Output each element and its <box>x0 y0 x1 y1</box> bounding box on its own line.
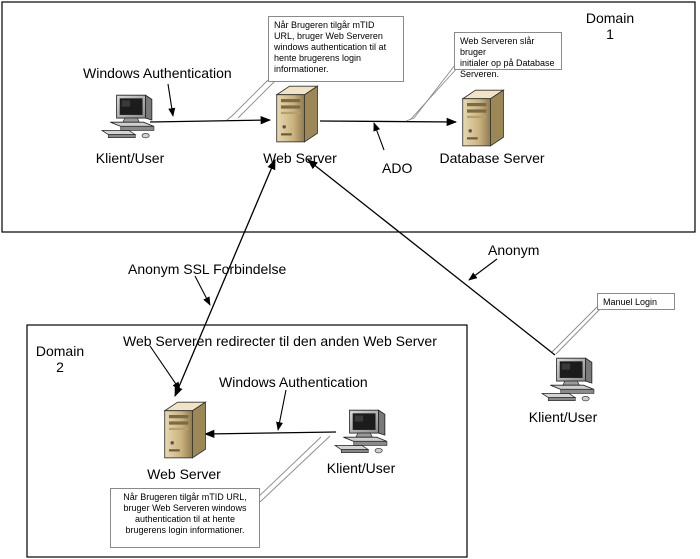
client-bottom-label: Klient/User <box>326 460 396 476</box>
windows-auth-bottom-label: Windows Authentication <box>219 374 368 390</box>
note-manual-login: Manuel Login <box>597 293 675 310</box>
client-right-label: Klient/User <box>528 409 598 425</box>
domain-1-label: Domain 1 <box>585 10 635 42</box>
callout-pointer-manual <box>551 303 601 353</box>
anonym-ssl-label: Anonym SSL Forbindelse <box>128 261 287 277</box>
line-anonym-client-to-webserver <box>307 159 556 356</box>
database-server-icon <box>462 89 504 147</box>
leader-anonym-ssl <box>194 275 211 306</box>
leader-ado <box>373 122 385 151</box>
callout-pointer-db-2 <box>409 64 461 121</box>
anonym-label: Anonym <box>488 242 540 258</box>
line-client-to-webserver-top <box>149 115 272 125</box>
redirect-label: Web Serveren redirecter til den anden We… <box>123 333 437 349</box>
webserver-bottom-label: Web Server <box>147 466 221 482</box>
leader-anonym <box>468 258 498 281</box>
web-server-icon <box>276 85 318 143</box>
web-server-icon <box>164 401 206 459</box>
callout-pointer-top-2 <box>237 79 277 119</box>
line-ssl-between-webservers <box>174 159 276 397</box>
callout-pointer-bottom-2 <box>259 435 331 503</box>
database-server-label: Database Server <box>439 150 545 166</box>
callout-pointer-manual-2 <box>555 303 606 355</box>
leader-windows-auth-top <box>167 83 176 117</box>
windows-auth-top-label: Windows Authentication <box>83 65 232 81</box>
callout-pointer-db <box>405 64 456 122</box>
domain-1-boundary <box>1 1 696 233</box>
client-computer-icon <box>541 357 595 402</box>
leader-redirect <box>149 345 181 391</box>
line-client-to-webserver-bottom <box>203 429 337 439</box>
leader-windows-auth-bottom <box>276 389 287 431</box>
callout-pointer-top <box>226 79 269 121</box>
callout-pointer-bottom <box>252 436 322 503</box>
client-computer-icon <box>101 94 155 139</box>
line-webserver-to-database <box>319 117 458 127</box>
domain-2-label: Domain 2 <box>35 343 85 375</box>
note-database: Web Serveren slår bruger initialer op på… <box>454 32 562 79</box>
note-top-webserver: Når Brugeren tilgår mTID URL, bruger Web… <box>268 16 404 82</box>
webserver-top-label: Web Server <box>263 150 337 166</box>
ado-label: ADO <box>382 160 413 176</box>
note-bottom-webserver: Når Brugeren tilgår mTID URL, bruger Web… <box>110 488 260 548</box>
client-top-label: Klient/User <box>95 150 165 166</box>
client-computer-icon <box>334 409 388 454</box>
